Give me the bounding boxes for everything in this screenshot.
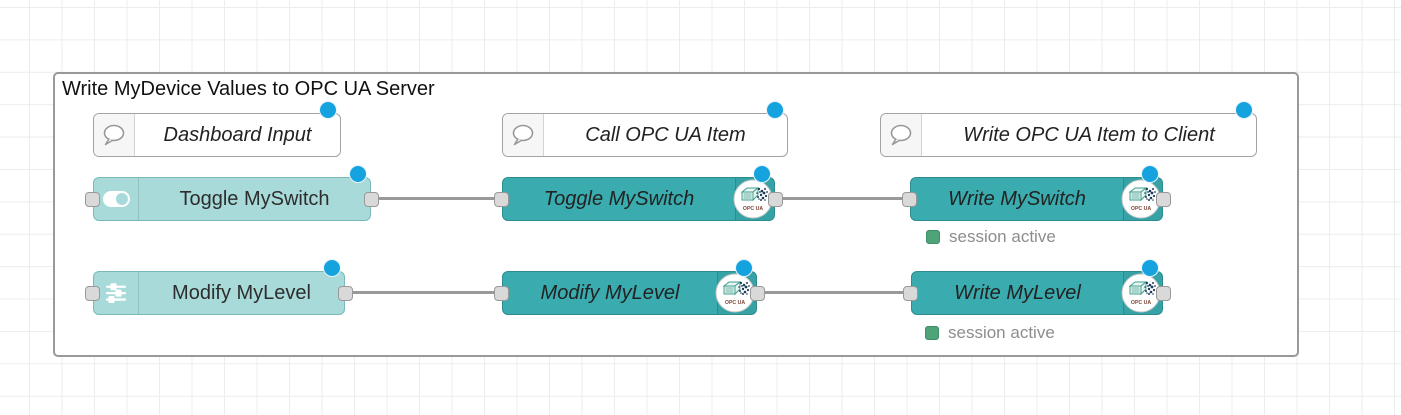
opcua-badge-label: OPC UA xyxy=(725,300,745,306)
node-label: Write MyLevel xyxy=(954,281,1081,304)
opcua-badge-icon: OPC UA xyxy=(1121,179,1161,219)
comment-bubble-icon xyxy=(94,114,135,156)
status-text: session active xyxy=(948,323,1055,342)
comment-bubble-icon xyxy=(881,114,922,156)
comment-label: Call OPC UA Item xyxy=(585,123,746,146)
input-port[interactable] xyxy=(85,192,100,207)
output-port[interactable] xyxy=(1156,192,1171,207)
group-title: Write MyDevice Values to OPC UA Server xyxy=(62,78,435,100)
node-modify-mylevel-ui[interactable]: Modify MyLevel xyxy=(85,259,353,315)
opcua-icon-strip: OPC UA xyxy=(1121,272,1162,314)
output-port[interactable] xyxy=(1156,286,1171,301)
output-port[interactable] xyxy=(768,192,783,207)
comment-label: Write OPC UA Item to Client xyxy=(963,123,1215,146)
changed-indicator xyxy=(766,101,784,119)
changed-indicator xyxy=(1141,259,1159,277)
status-text: session active xyxy=(949,227,1056,246)
opcua-badge-label: OPC UA xyxy=(1131,206,1151,212)
changed-indicator xyxy=(1235,101,1253,119)
opcua-badge-label: OPC UA xyxy=(743,206,763,212)
changed-indicator xyxy=(1141,165,1159,183)
input-port[interactable] xyxy=(494,286,509,301)
node-label: Write MySwitch xyxy=(948,187,1086,210)
node-label: Toggle MySwitch xyxy=(179,187,330,210)
changed-indicator xyxy=(323,259,341,277)
opcua-badge-icon: OPC UA xyxy=(715,273,755,313)
wire[interactable] xyxy=(781,197,903,200)
opcua-icon-strip: OPC UA xyxy=(733,178,774,220)
changed-indicator xyxy=(735,259,753,277)
input-port[interactable] xyxy=(902,192,917,207)
node-write-myswitch[interactable]: Write MySwitch OPC UA xyxy=(902,165,1171,221)
node-status-write-myswitch: session active xyxy=(926,227,1056,247)
node-toggle-myswitch-ui[interactable]: Toggle MySwitch xyxy=(85,165,379,221)
node-modify-mylevel-opc-call[interactable]: Modify MyLevel OPC UA xyxy=(494,259,765,315)
output-port[interactable] xyxy=(750,286,765,301)
opcua-icon-strip: OPC UA xyxy=(1121,178,1162,220)
status-green-square-icon xyxy=(925,326,939,340)
node-label: Toggle MySwitch xyxy=(543,187,695,210)
output-port[interactable] xyxy=(338,286,353,301)
opcua-badge-icon: OPC UA xyxy=(1121,273,1161,313)
comment-bubble-icon xyxy=(503,114,544,156)
opcua-badge-label: OPC UA xyxy=(1131,300,1151,306)
opcua-icon-strip: OPC UA xyxy=(715,272,756,314)
changed-indicator xyxy=(319,101,337,119)
comment-node-call-opcua-item[interactable]: Call OPC UA Item xyxy=(502,101,788,157)
input-port[interactable] xyxy=(494,192,509,207)
comment-label: Dashboard Input xyxy=(163,123,312,146)
changed-indicator xyxy=(753,165,771,183)
wire[interactable] xyxy=(764,291,904,294)
node-write-mylevel[interactable]: Write MyLevel OPC UA xyxy=(903,259,1171,315)
opcua-badge-icon: OPC UA xyxy=(733,179,773,219)
status-green-square-icon xyxy=(926,230,940,244)
node-label: Modify MyLevel xyxy=(540,281,680,304)
comment-node-dashboard-input[interactable]: Dashboard Input xyxy=(93,101,341,157)
sliders-icon xyxy=(94,272,139,314)
changed-indicator xyxy=(349,165,367,183)
wire[interactable] xyxy=(378,197,496,200)
node-label: Modify MyLevel xyxy=(172,281,311,304)
node-toggle-myswitch-opc-call[interactable]: Toggle MySwitch OPC UA xyxy=(494,165,783,221)
toggle-switch-icon xyxy=(94,178,139,220)
comment-node-write-opcua-item[interactable]: Write OPC UA Item to Client xyxy=(880,101,1257,157)
input-port[interactable] xyxy=(85,286,100,301)
node-status-write-mylevel: session active xyxy=(925,323,1055,343)
output-port[interactable] xyxy=(364,192,379,207)
input-port[interactable] xyxy=(903,286,918,301)
wire[interactable] xyxy=(352,291,496,294)
